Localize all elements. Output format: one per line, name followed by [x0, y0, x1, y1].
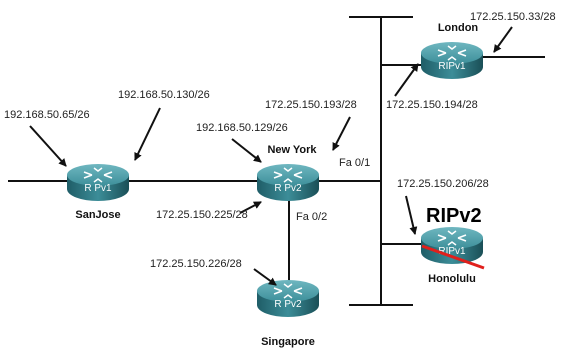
links	[8, 16, 545, 306]
arrow-newyork-fa01	[332, 116, 351, 151]
addr-sanjose-lan: 192.168.50.65/26	[4, 109, 90, 121]
arrow-honolulu	[405, 195, 418, 235]
addr-london-lan: 172.25.150.33/28	[470, 11, 556, 23]
router-arrows-icon	[437, 230, 467, 246]
addr-newyork-fa01: 172.25.150.193/28	[265, 99, 357, 111]
arrow-newyork-wan	[231, 138, 262, 163]
router-singapore: R Pv2	[257, 280, 319, 317]
name-honolulu: Honolulu	[428, 273, 476, 285]
arrow-sanjose-lan	[29, 125, 67, 167]
router-arrows-icon	[437, 45, 467, 61]
pointer-arrows	[29, 26, 513, 286]
arrow-london-lan	[493, 26, 513, 53]
router-protocol: R Pv1	[84, 183, 112, 194]
addr-honolulu: 172.25.150.206/28	[397, 178, 489, 190]
addr-newyork-fa02: 172.25.150.225/28	[156, 209, 248, 221]
router-protocol: R Pv2	[274, 299, 302, 310]
addr-newyork-wan: 192.168.50.129/26	[196, 122, 288, 134]
name-newyork: New York	[267, 144, 317, 156]
arrow-singapore	[253, 268, 277, 286]
router-arrows-icon	[273, 167, 303, 183]
addr-sanjose-wan: 192.168.50.130/26	[118, 89, 210, 101]
arrow-newyork-fa02	[239, 201, 262, 214]
router-protocol: RIPv1	[438, 246, 466, 257]
name-singapore: Singapore	[261, 336, 315, 348]
name-london: London	[438, 22, 479, 34]
router-honolulu: RIPv1	[421, 227, 485, 270]
strikethrough-mark	[421, 244, 485, 270]
router-sanjose: R Pv1	[67, 164, 129, 201]
router-newyork: R Pv2	[257, 164, 319, 201]
router-arrows-icon	[83, 167, 113, 183]
arrow-sanjose-wan	[134, 107, 161, 161]
router-protocol: RIPv1	[438, 61, 466, 72]
honolulu-override-label: RIPv2	[426, 205, 482, 227]
router-london: RIPv1	[421, 42, 483, 79]
iface-fa01: Fa 0/1	[339, 157, 370, 169]
name-sanjose: SanJose	[75, 209, 120, 221]
arrow-london-eth	[394, 63, 419, 97]
addr-london-eth: 172.25.150.194/28	[386, 99, 478, 111]
iface-fa02: Fa 0/2	[296, 211, 327, 223]
router-protocol: R Pv2	[274, 183, 302, 194]
router-arrows-icon	[273, 283, 303, 299]
addr-singapore: 172.25.150.226/28	[150, 258, 242, 270]
